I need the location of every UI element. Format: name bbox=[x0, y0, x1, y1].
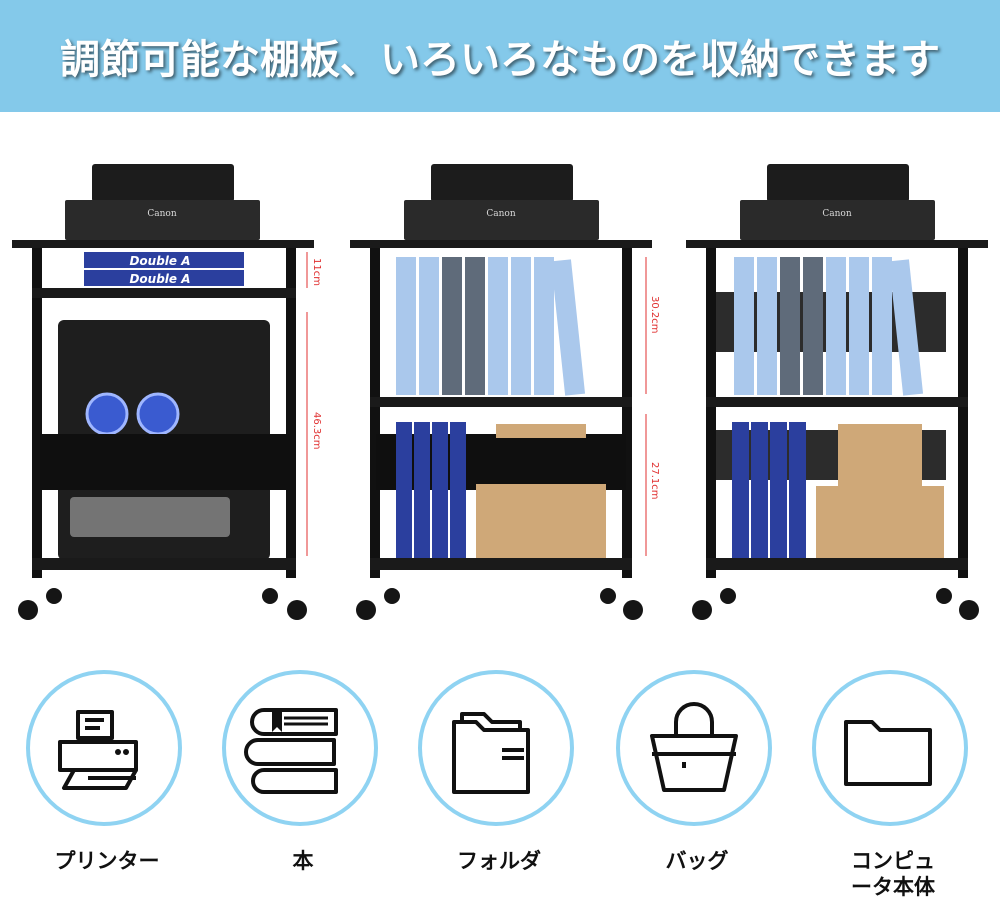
dimension-label-bottom: 27.1cm bbox=[649, 462, 660, 500]
printer-brand: Canon bbox=[147, 209, 176, 219]
icon-label-printer: プリンター bbox=[54, 849, 160, 873]
printer-base bbox=[65, 200, 260, 240]
cart-tabletop bbox=[12, 240, 314, 248]
cart-binders-boxes: Canon 30.2cm 27.1cm bbox=[350, 164, 660, 620]
icon-item-folder: フォルダ bbox=[414, 670, 584, 897]
paper-brand-label: Double A bbox=[129, 272, 190, 286]
header-banner: 調節可能な棚板、いろいろなものを収納できます bbox=[0, 0, 1000, 112]
books-icon bbox=[244, 708, 338, 794]
printer-brand: Canon bbox=[822, 209, 851, 219]
dimension-label-top: 30.2cm bbox=[649, 296, 660, 334]
cart-printer-computer: Canon Double A Double A 11cm 46.3cm bbox=[12, 164, 322, 620]
paper-brand-label: Double A bbox=[129, 254, 190, 268]
icon-label-line1: コンピュ bbox=[851, 849, 935, 873]
icon-label-line2: ータ本体 bbox=[851, 875, 935, 899]
icon-label-books: 本 bbox=[292, 849, 314, 873]
caster-wheel bbox=[287, 600, 307, 620]
upper-shelf bbox=[32, 288, 296, 298]
caster-wheel bbox=[262, 588, 278, 604]
icon-item-printer: プリンター bbox=[22, 670, 192, 897]
storage-icons: プリンター 本 bbox=[0, 660, 1000, 900]
printer-icon bbox=[58, 710, 138, 790]
icon-item-bag: バッグ bbox=[612, 670, 782, 897]
icon-item-books: 本 bbox=[218, 670, 388, 897]
storage-bin bbox=[40, 434, 290, 490]
icon-item-computer: コンピュ ータ本体 bbox=[808, 670, 978, 900]
dimension-label-bottom: 46.3cm bbox=[311, 412, 322, 450]
icon-label-computer: コンピュ ータ本体 bbox=[808, 848, 978, 900]
bottom-shelf bbox=[32, 558, 296, 570]
folder-icon bbox=[452, 712, 530, 794]
bag-icon bbox=[650, 702, 738, 792]
binders bbox=[396, 257, 586, 396]
cart-binders-paper-boxes: Canon bbox=[686, 164, 988, 620]
computer-folder-icon bbox=[844, 720, 932, 786]
product-scene: Canon Double A Double A 11cm 46.3cm bbox=[0, 112, 1000, 652]
icon-label-bag: バッグ bbox=[665, 849, 729, 873]
banner-title: 調節可能な棚板、いろいろなものを収納できます bbox=[60, 37, 940, 83]
fan-icon bbox=[136, 392, 180, 436]
paper-ream bbox=[84, 270, 244, 286]
binders bbox=[734, 257, 924, 396]
paper-ream bbox=[84, 252, 244, 268]
caster-wheel bbox=[46, 588, 62, 604]
printer-brand: Canon bbox=[486, 209, 515, 219]
printer-top-body bbox=[92, 164, 234, 202]
icon-label-folder: フォルダ bbox=[457, 849, 541, 873]
caster-wheel bbox=[18, 600, 38, 620]
fan-icon bbox=[85, 392, 129, 436]
dimension-label-top: 11cm bbox=[311, 258, 322, 286]
cardboard-box bbox=[476, 484, 606, 558]
